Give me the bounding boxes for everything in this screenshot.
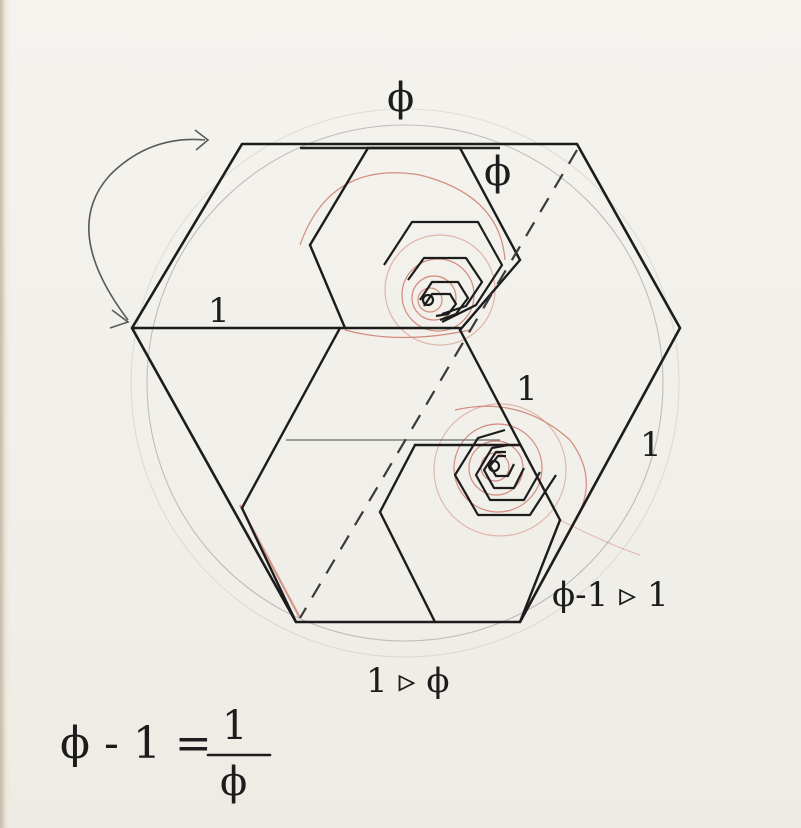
fraction-bar bbox=[206, 753, 272, 757]
formula-numerator: 1 bbox=[222, 703, 248, 749]
outer-hexagon bbox=[130, 142, 682, 624]
formula-denominator: ϕ bbox=[220, 759, 248, 805]
rotation-arrow bbox=[88, 129, 210, 329]
transform-right-label: ϕ-1 ▹ 1 bbox=[552, 575, 669, 615]
left-one-label: 1 bbox=[208, 291, 230, 331]
formula-lhs: ϕ - 1 = bbox=[60, 718, 212, 769]
lower-spiral-hexagons bbox=[453, 428, 557, 517]
page-edge-shadow bbox=[0, 0, 10, 828]
pencil-guide-lines bbox=[286, 146, 500, 441]
upper-spiral-hexagons bbox=[383, 220, 504, 323]
right-one-label: 1 bbox=[640, 425, 662, 465]
inner-phi-label: ϕ bbox=[484, 149, 512, 195]
upper-red-spiral-arcs bbox=[299, 172, 506, 346]
dashed-diagonal bbox=[299, 149, 578, 619]
center-one-label: 1 bbox=[516, 369, 538, 409]
top-phi-label: ϕ bbox=[387, 75, 415, 121]
construction-circle bbox=[130, 108, 680, 658]
transform-bottom-label: 1 ▹ ϕ bbox=[366, 661, 450, 701]
